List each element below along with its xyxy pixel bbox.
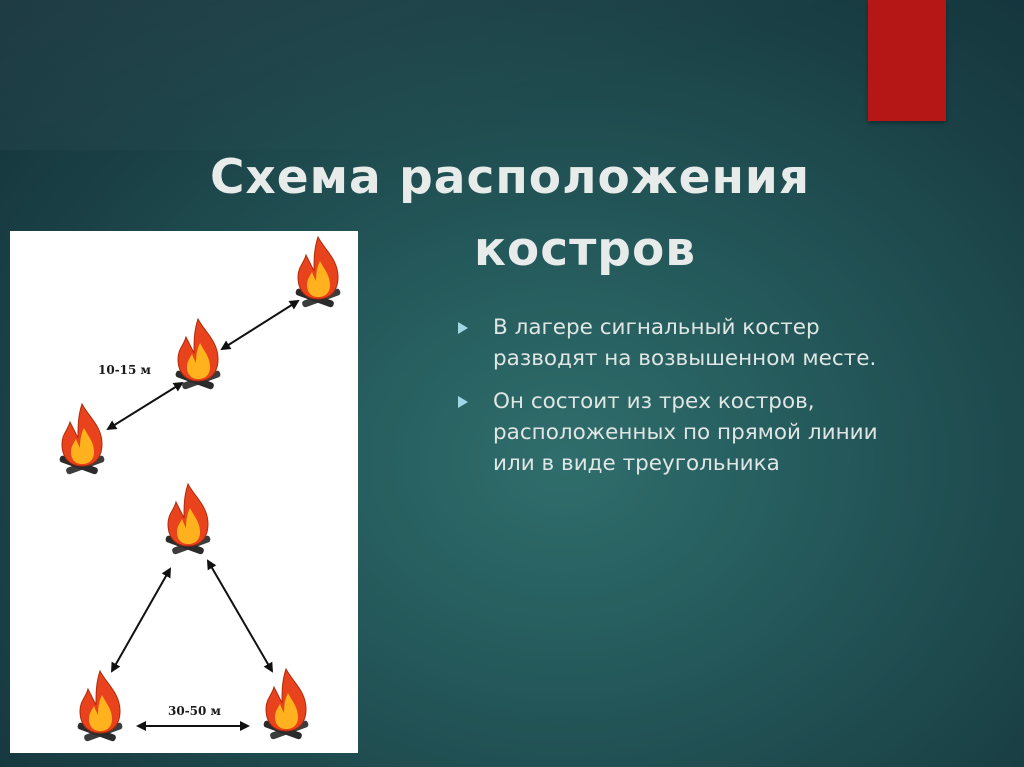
title-line-2: костров — [474, 222, 696, 277]
distance-label-triangle: 30-50 м — [168, 704, 221, 718]
title-line-1: Схема расположения — [209, 150, 811, 205]
distance-arrow-lower — [106, 381, 184, 431]
triangle-bullet-icon — [458, 396, 468, 408]
triangle-bullet-icon — [458, 322, 468, 334]
distance-arrow-right — [206, 559, 274, 673]
distance-label-line: 10-15 м — [98, 363, 151, 377]
bullet-item: Он состоит из трех костров, расположенны… — [456, 386, 916, 479]
campfire-diagram-panel: 10-15 м 30-50 м — [10, 231, 358, 753]
campfire-icon — [76, 670, 124, 743]
distance-arrow-upper — [220, 299, 300, 351]
campfire-icon — [262, 668, 310, 741]
bullet-item: В лагере сигнальный костер разводят на в… — [456, 312, 916, 374]
background-sheen — [0, 0, 1024, 150]
distance-arrow-left — [111, 567, 171, 673]
bullet-list: В лагере сигнальный костер разводят на в… — [456, 312, 916, 491]
bullet-text: В лагере сигнальный костер разводят на в… — [493, 315, 877, 371]
slide-title: Схема расположения костров — [150, 142, 870, 286]
bullet-text: Он состоит из трех костров, расположенны… — [493, 389, 878, 476]
campfire-diagram — [58, 236, 342, 743]
campfire-icon — [58, 403, 106, 476]
campfire-icon — [174, 318, 222, 391]
campfire-icon — [294, 236, 342, 309]
campfire-icon — [164, 483, 212, 556]
accent-red-bar — [868, 0, 946, 121]
